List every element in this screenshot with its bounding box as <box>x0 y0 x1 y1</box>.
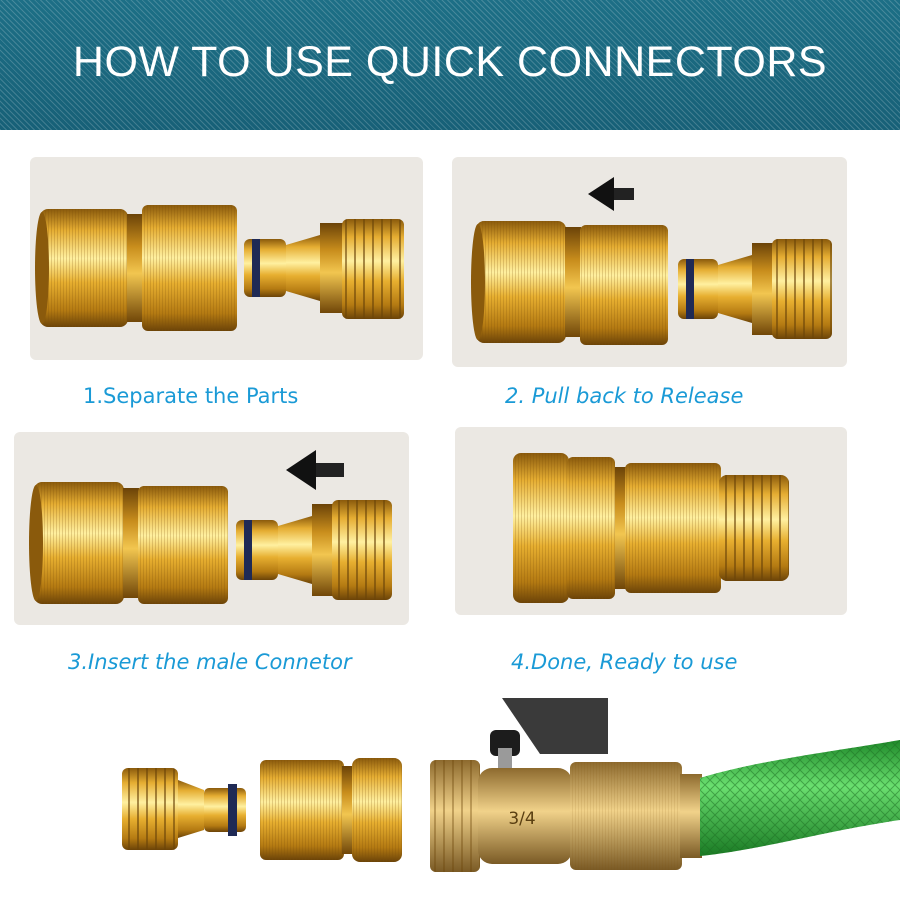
header-banner: HOW TO USE QUICK CONNECTORS <box>0 0 900 130</box>
step-4-caption: 4.Done, Ready to use <box>511 650 738 674</box>
assembled-connector-icon <box>513 453 789 603</box>
hose-assembly-illustration: 3/4 <box>122 698 900 872</box>
banner-texture <box>0 0 900 130</box>
step-3-caption: 3.Insert the male Connetor <box>68 650 352 674</box>
garden-hose-icon <box>700 740 900 856</box>
step-3-illustration <box>29 450 392 604</box>
step-1-panel <box>30 157 423 360</box>
valve-size-marking: 3/4 <box>508 809 535 829</box>
male-connector-icon <box>236 500 392 600</box>
male-connector-icon <box>678 239 832 339</box>
arrow-left-icon <box>286 450 344 490</box>
step-4-illustration <box>513 453 789 603</box>
female-connector-icon <box>29 482 228 604</box>
step-4-panel <box>455 427 847 615</box>
step-2-caption: 2. Pull back to Release <box>505 384 744 408</box>
female-connector-icon <box>260 758 402 862</box>
step-3-panel <box>14 432 409 625</box>
female-connector-icon <box>471 221 668 345</box>
step-1-caption: 1.Separate the Parts <box>83 384 299 408</box>
male-connector-icon <box>122 768 246 850</box>
shutoff-valve-icon: 3/4 <box>430 698 702 872</box>
female-connector-icon <box>35 205 237 331</box>
step-2-illustration <box>471 177 832 345</box>
step-1-illustration <box>35 205 404 331</box>
male-connector-icon <box>244 219 404 319</box>
arrow-left-icon <box>588 177 634 211</box>
step-2-panel <box>452 157 847 367</box>
page-title: HOW TO USE QUICK CONNECTORS <box>72 38 828 86</box>
